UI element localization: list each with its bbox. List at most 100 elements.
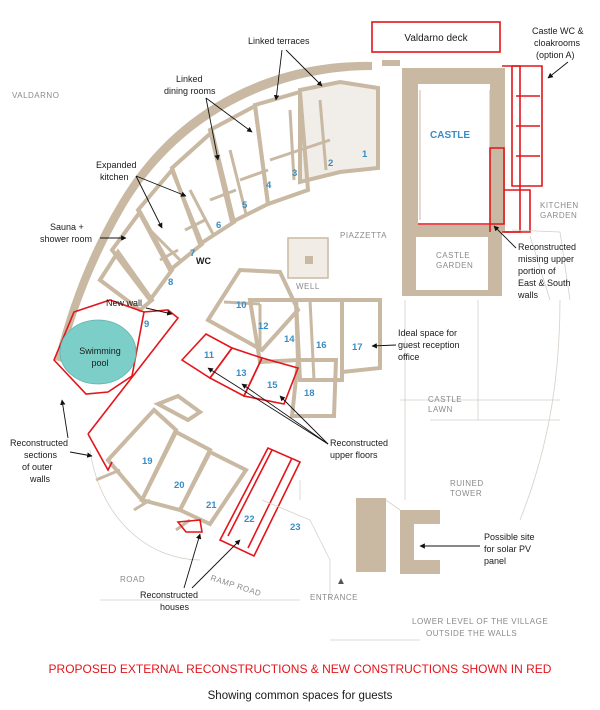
- label-lower-level-1: LOWER LEVEL OF THE VILLAGE: [412, 617, 548, 626]
- room-4: 4: [266, 180, 272, 191]
- room-19: 19: [142, 456, 153, 467]
- label-castle-garden-2: GARDEN: [436, 261, 473, 270]
- label-kitchen-garden-1: KITCHEN: [540, 201, 579, 210]
- svg-text:cloakrooms: cloakrooms: [534, 38, 581, 48]
- svg-text:shower room: shower room: [40, 234, 92, 244]
- annotation-reconstructed-houses: Reconstructed houses: [140, 533, 241, 612]
- label-piazzetta: PIAZZETTA: [340, 231, 387, 240]
- room-10: 10: [236, 300, 247, 311]
- well: [287, 237, 329, 279]
- castle-red-reconstruction: [418, 65, 543, 233]
- room-13: 13: [236, 368, 247, 379]
- label-kitchen-garden-2: GARDEN: [540, 211, 577, 220]
- room-15: 15: [267, 380, 278, 391]
- svg-text:walls: walls: [29, 474, 51, 484]
- svg-text:missing upper: missing upper: [518, 254, 574, 264]
- terrain-lines: [89, 299, 561, 641]
- svg-text:office: office: [398, 352, 419, 362]
- room-2: 2: [328, 158, 333, 169]
- lower-block: [95, 393, 249, 532]
- valdarno-deck-label: Valdarno deck: [404, 33, 468, 44]
- svg-text:for solar PV: for solar PV: [484, 544, 531, 554]
- label-castle-garden-1: CASTLE: [436, 251, 470, 260]
- svg-text:Linked terraces: Linked terraces: [248, 36, 310, 46]
- svg-text:Swimming: Swimming: [79, 346, 121, 356]
- svg-text:houses: houses: [160, 602, 190, 612]
- svg-text:Castle WC &: Castle WC &: [532, 26, 584, 36]
- room-5: 5: [242, 200, 248, 211]
- ruined-tower: [356, 498, 440, 574]
- entrance-arrow-icon: ▲: [336, 576, 346, 587]
- annotation-guest-reception: Ideal space for guest reception office: [371, 328, 460, 362]
- svg-text:Ideal space for: Ideal space for: [398, 328, 457, 338]
- svg-text:dining rooms: dining rooms: [164, 86, 216, 96]
- label-ramp-road: RAMP ROAD: [209, 573, 262, 598]
- room-12: 12: [258, 321, 269, 332]
- room-23: 23: [290, 522, 301, 533]
- annotation-new-wall: New wall: [106, 298, 173, 316]
- label-entrance: ENTRANCE: [310, 593, 358, 602]
- svg-text:Reconstructed: Reconstructed: [518, 242, 576, 252]
- svg-text:Reconstructed: Reconstructed: [330, 438, 388, 448]
- room-16: 16: [316, 340, 327, 351]
- annotation-linked-terraces: Linked terraces: [248, 36, 323, 101]
- label-road: ROAD: [120, 575, 145, 584]
- annotation-reconstructed-upper: Reconstructed upper floors: [207, 367, 388, 460]
- label-well: WELL: [296, 282, 320, 291]
- room-14: 14: [284, 334, 295, 345]
- room-22: 22: [244, 514, 255, 525]
- room-20: 20: [174, 480, 185, 491]
- room-21: 21: [206, 500, 217, 511]
- label-lower-level-2: OUTSIDE THE WALLS: [426, 629, 517, 638]
- label-castle-lawn-2: LAWN: [428, 405, 453, 414]
- castle: [402, 68, 505, 296]
- room-11: 11: [204, 350, 215, 361]
- svg-text:Reconstructed: Reconstructed: [10, 438, 68, 448]
- label-wc: WC: [196, 256, 211, 266]
- central-block: [205, 267, 382, 418]
- room-17: 17: [352, 342, 363, 353]
- room-1: 1: [362, 149, 368, 160]
- outer-wall: [55, 60, 400, 363]
- svg-text:pool: pool: [91, 358, 108, 368]
- svg-text:of outer: of outer: [22, 462, 53, 472]
- annotation-linked-dining: Linked dining rooms: [164, 74, 253, 161]
- svg-text:Sauna +: Sauna +: [50, 222, 84, 232]
- room-7: 7: [190, 248, 195, 259]
- caption: Showing common spaces for guests: [207, 690, 393, 702]
- kitchen-garden-walls: [511, 229, 571, 301]
- red-caption: PROPOSED EXTERNAL RECONSTRUCTIONS & NEW …: [48, 662, 552, 676]
- lower-red-houses: [176, 446, 302, 558]
- svg-text:sections: sections: [24, 450, 58, 460]
- curved-terrace-buildings: [97, 79, 380, 313]
- svg-text:Reconstructed: Reconstructed: [140, 590, 198, 600]
- room-23-walls: [261, 480, 331, 561]
- swimming-pool: [59, 319, 137, 385]
- swimming-pool-area: [53, 299, 180, 472]
- svg-text:panel: panel: [484, 556, 506, 566]
- label-castle-lawn-1: CASTLE: [428, 395, 462, 404]
- svg-text:portion of: portion of: [518, 266, 556, 276]
- annotation-expanded-kitchen: Expanded kitchen: [96, 160, 187, 229]
- room-8: 8: [168, 277, 173, 288]
- central-red-upper-floors: [180, 333, 300, 405]
- svg-text:East & South: East & South: [518, 278, 571, 288]
- svg-text:Possible site: Possible site: [484, 532, 535, 542]
- annotation-sauna: Sauna + shower room: [40, 222, 127, 244]
- room-3: 3: [292, 168, 297, 179]
- valdarno-deck: [371, 21, 501, 53]
- svg-text:Expanded: Expanded: [96, 160, 137, 170]
- castle-label: CASTLE: [430, 130, 470, 141]
- svg-text:New wall: New wall: [106, 298, 142, 308]
- svg-text:(option A): (option A): [536, 50, 575, 60]
- label-ruined-tower-2: TOWER: [450, 489, 482, 498]
- room-18: 18: [304, 388, 315, 399]
- svg-text:upper floors: upper floors: [330, 450, 378, 460]
- label-ruined-tower-1: RUINED: [450, 479, 484, 488]
- svg-text:walls: walls: [517, 290, 539, 300]
- annotation-swimming-pool: Swimming pool: [79, 346, 121, 368]
- svg-text:kitchen: kitchen: [100, 172, 129, 182]
- room-9: 9: [144, 319, 149, 330]
- annotation-reconstructed-sections: Reconstructed sections of outer walls: [10, 399, 93, 484]
